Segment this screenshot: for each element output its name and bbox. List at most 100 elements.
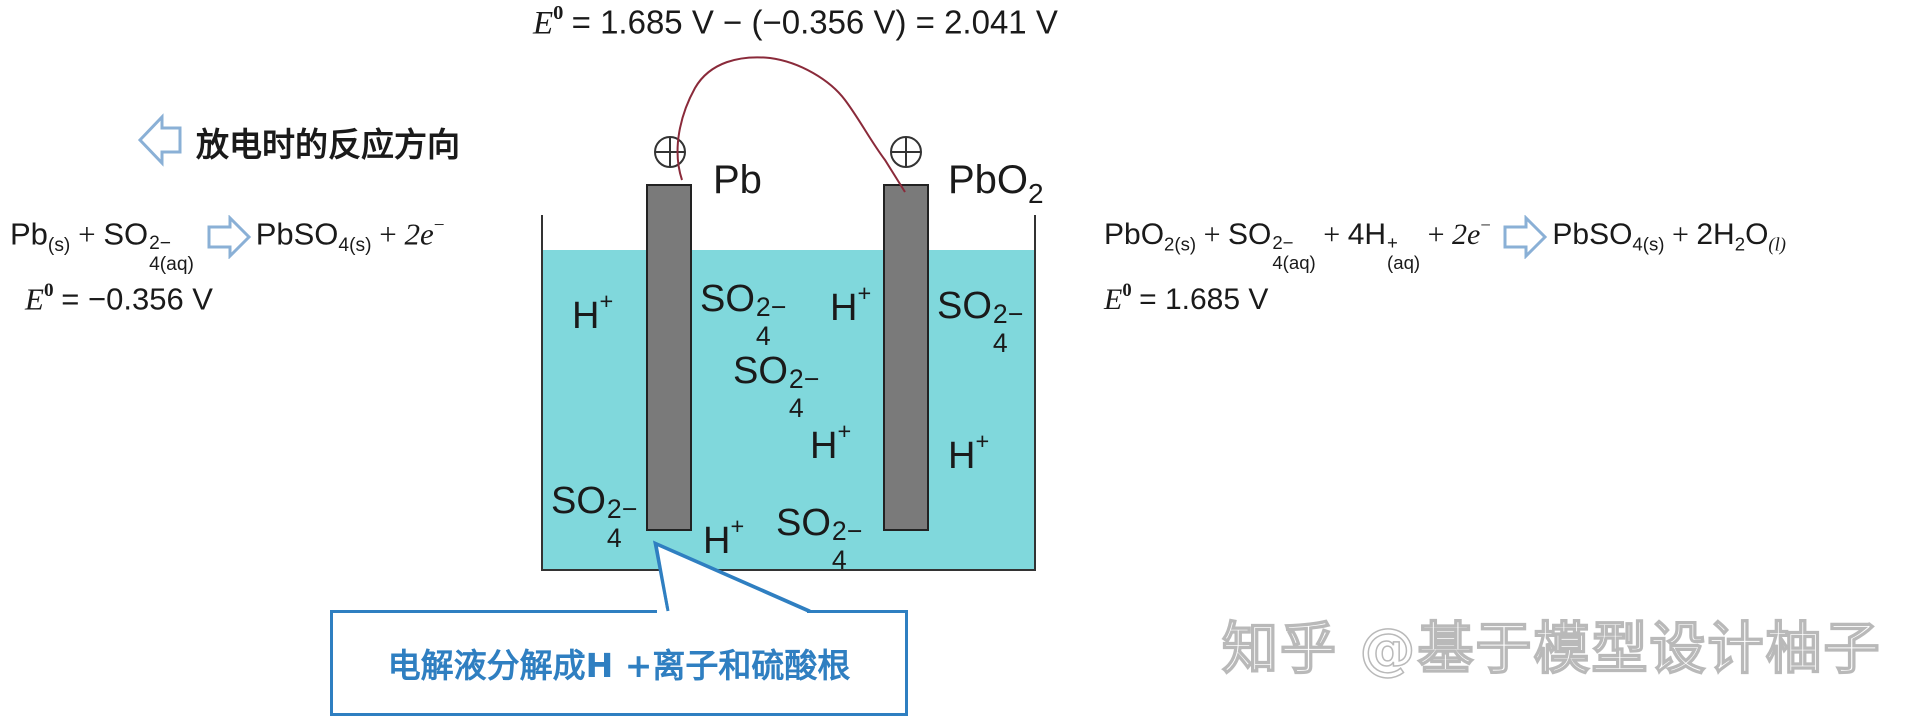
left-p1: PbSO	[255, 216, 339, 252]
sulfate-ion-sub: 4	[606, 522, 622, 553]
left-potential: E0 = −0.356 V	[25, 280, 213, 317]
h-ion-base: H	[810, 424, 838, 467]
right-r2: SO	[1227, 218, 1272, 252]
h-ion-charge: +	[975, 428, 990, 454]
left-potential-symbol: E	[25, 281, 44, 317]
top-equation-expression: = 1.685 V − (−0.356 V) = 2.041 V	[571, 3, 1058, 41]
h-ion-charge: +	[599, 288, 614, 314]
sulfate-ion-base: SO	[700, 278, 755, 320]
top-equation: E0 = 1.685 V − (−0.356 V) = 2.041 V	[533, 2, 1058, 42]
sulfate-ion-charge: 2−	[831, 516, 863, 547]
right-r2-sup: 2−	[1272, 231, 1294, 253]
pbo2-label-text: PbO	[948, 158, 1029, 202]
right-p2-state: (l)	[1768, 234, 1786, 256]
pb-electrode	[646, 184, 692, 531]
sulfate-ion-sub: 4	[788, 392, 804, 423]
h-ion-base: H	[703, 519, 731, 562]
sulfate-ion-base: SO	[551, 480, 606, 522]
left-p2: 2e	[404, 216, 434, 252]
sulfate-ion-sub: 4	[992, 327, 1008, 358]
sulfate-ion-charge: 2−	[755, 292, 787, 323]
h-ion: H+	[703, 513, 744, 563]
right-r3-sub: (aq)	[1387, 252, 1421, 274]
right-r2-sub: 4(aq)	[1272, 252, 1316, 274]
callout-text: 电解液分解成H +离子和硫酸根	[387, 646, 851, 685]
callout-box	[330, 610, 908, 716]
pbo2-label-sub: 2	[1028, 177, 1044, 209]
right-r4: 2e	[1452, 218, 1481, 252]
pb-electrode-label: Pb	[713, 158, 762, 203]
right-r3-sup: +	[1387, 231, 1398, 253]
right-plus3: +	[1427, 218, 1445, 252]
right-potential-value: = 1.685 V	[1139, 283, 1269, 317]
right-potential-symbol: E	[1104, 283, 1123, 317]
right-p1-sub: 4(s)	[1632, 233, 1665, 255]
electrolyte	[542, 250, 1035, 570]
negative-terminal-icon	[654, 136, 686, 168]
sulfate-ion-base: SO	[776, 502, 831, 544]
right-p1: PbSO	[1552, 218, 1633, 252]
h-ion-charge: +	[857, 280, 872, 306]
watermark: 知乎 @基于模型设计柚子	[1221, 616, 1882, 683]
tank-outline	[541, 215, 1036, 571]
left-r2-sup: 2−	[149, 233, 172, 255]
right-reaction-arrow-icon	[1503, 215, 1548, 260]
pb-label-text: Pb	[713, 158, 762, 202]
left-plus2: +	[379, 216, 397, 252]
left-r1: Pb	[10, 216, 48, 252]
sulfate-ion-base: SO	[937, 285, 992, 327]
right-plus1: +	[1203, 218, 1221, 252]
left-p2-sup: −	[433, 215, 445, 236]
positive-terminal-icon	[890, 136, 922, 168]
right-r1-sub: 2(s)	[1164, 233, 1197, 255]
top-equation-sup: 0	[553, 2, 564, 24]
left-r1-state: (s)	[47, 235, 71, 257]
h-ion-charge: +	[837, 418, 852, 444]
left-p1-sub: 4(s)	[338, 235, 372, 257]
right-plus2: +	[1323, 218, 1341, 252]
sulfate-ion-charge: 2−	[788, 364, 820, 395]
h-ion: H+	[572, 288, 613, 338]
wire	[676, 56, 906, 193]
h-ion: H+	[830, 280, 871, 330]
right-p2-sub: 2	[1734, 233, 1746, 255]
sulfate-ion-base: SO	[733, 350, 788, 392]
top-equation-symbol: E	[533, 5, 554, 42]
right-plus4: +	[1671, 218, 1689, 252]
h-ion-base: H	[830, 286, 858, 329]
sulfate-ion-sub: 4	[755, 320, 771, 351]
right-r3: 4H	[1347, 218, 1387, 252]
right-p2: 2H	[1696, 218, 1735, 252]
right-r1: PbO	[1104, 218, 1165, 252]
left-plus1: +	[78, 216, 96, 252]
sulfate-ion-sub: 4	[831, 544, 847, 575]
h-ion: H+	[810, 418, 851, 468]
left-potential-value: = −0.356 V	[61, 281, 213, 317]
sulfate-ion-charge: 2−	[992, 299, 1024, 330]
h-ion-base: H	[948, 434, 976, 477]
right-p2-tail: O	[1745, 218, 1769, 252]
right-r4-sup: −	[1480, 215, 1491, 236]
discharge-direction-label: 放电时的反应方向	[196, 125, 460, 164]
h-ion-base: H	[572, 294, 600, 337]
left-potential-sup: 0	[43, 280, 54, 301]
right-potential-sup: 0	[1122, 280, 1132, 301]
left-r2: SO	[103, 216, 149, 252]
left-r2-sub: 4(aq)	[149, 254, 194, 276]
pbo2-electrode-label: PbO2	[948, 158, 1044, 210]
h-ion-charge: +	[730, 513, 745, 539]
h-ion: H+	[948, 428, 989, 478]
right-potential: E0 = 1.685 V	[1104, 280, 1268, 317]
sulfate-ion-charge: 2−	[606, 494, 638, 525]
left-reaction-arrow-icon	[207, 215, 251, 260]
pbo2-electrode	[883, 184, 929, 531]
